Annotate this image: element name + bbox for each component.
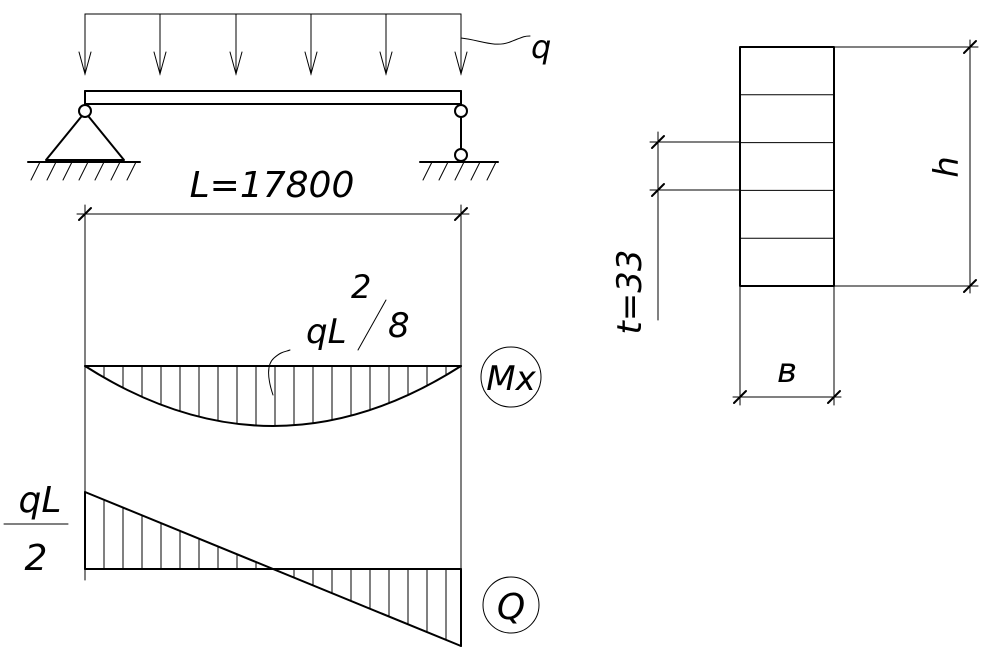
ground-hatch-line xyxy=(62,161,73,181)
ground-hatch-line xyxy=(30,161,41,181)
pinned-support xyxy=(27,104,141,181)
roller-support xyxy=(419,104,499,181)
ground-hatch-line xyxy=(110,161,121,181)
load-arrow-head xyxy=(304,51,318,76)
span-dimension xyxy=(76,204,470,581)
span-label: L=17800 xyxy=(190,165,355,206)
shear-formula-numerator: qL xyxy=(19,480,62,521)
moment-formula-slash xyxy=(357,299,387,351)
ground-hatch-line xyxy=(126,161,137,181)
shear-label-circle xyxy=(482,576,540,634)
width-dimension xyxy=(732,285,842,406)
load-label: q xyxy=(531,28,551,66)
layer-thickness-dimension xyxy=(649,131,741,321)
ground-hatch-line xyxy=(94,161,105,181)
load-arrow-head xyxy=(454,51,468,76)
load-arrow-head xyxy=(153,51,167,76)
ground-hatch-line xyxy=(470,161,481,181)
shear-diagram-label: Q xyxy=(497,587,525,628)
distributed-load xyxy=(78,13,531,76)
moment-formula-numerator: qL xyxy=(306,312,347,352)
shear-diagram xyxy=(84,491,462,647)
load-arrow-head xyxy=(379,51,393,76)
height-label: h xyxy=(927,156,967,178)
moment-formula-exponent: 2 xyxy=(351,268,371,306)
ground-hatch-line xyxy=(78,161,89,181)
moment-diagram-label: Mx xyxy=(486,359,536,399)
ground-hatch-line xyxy=(486,161,497,181)
ground-hatch-line xyxy=(46,161,57,181)
load-arrow-head xyxy=(78,51,92,76)
moment-diagram xyxy=(84,349,462,427)
width-label: в xyxy=(777,351,797,391)
load-arrow-head xyxy=(229,51,243,76)
beam xyxy=(84,90,462,105)
layer-thickness-label: t=33 xyxy=(610,249,650,334)
moment-formula-denominator: 8 xyxy=(388,306,410,346)
moment-label-circle xyxy=(480,346,542,408)
ground-hatch-line xyxy=(422,161,433,181)
shear-formula-denominator: 2 xyxy=(25,538,48,579)
height-dimension xyxy=(833,39,979,294)
ground-hatch-line xyxy=(438,161,449,181)
cross-section xyxy=(739,46,835,287)
ground-hatch-line xyxy=(454,161,465,181)
